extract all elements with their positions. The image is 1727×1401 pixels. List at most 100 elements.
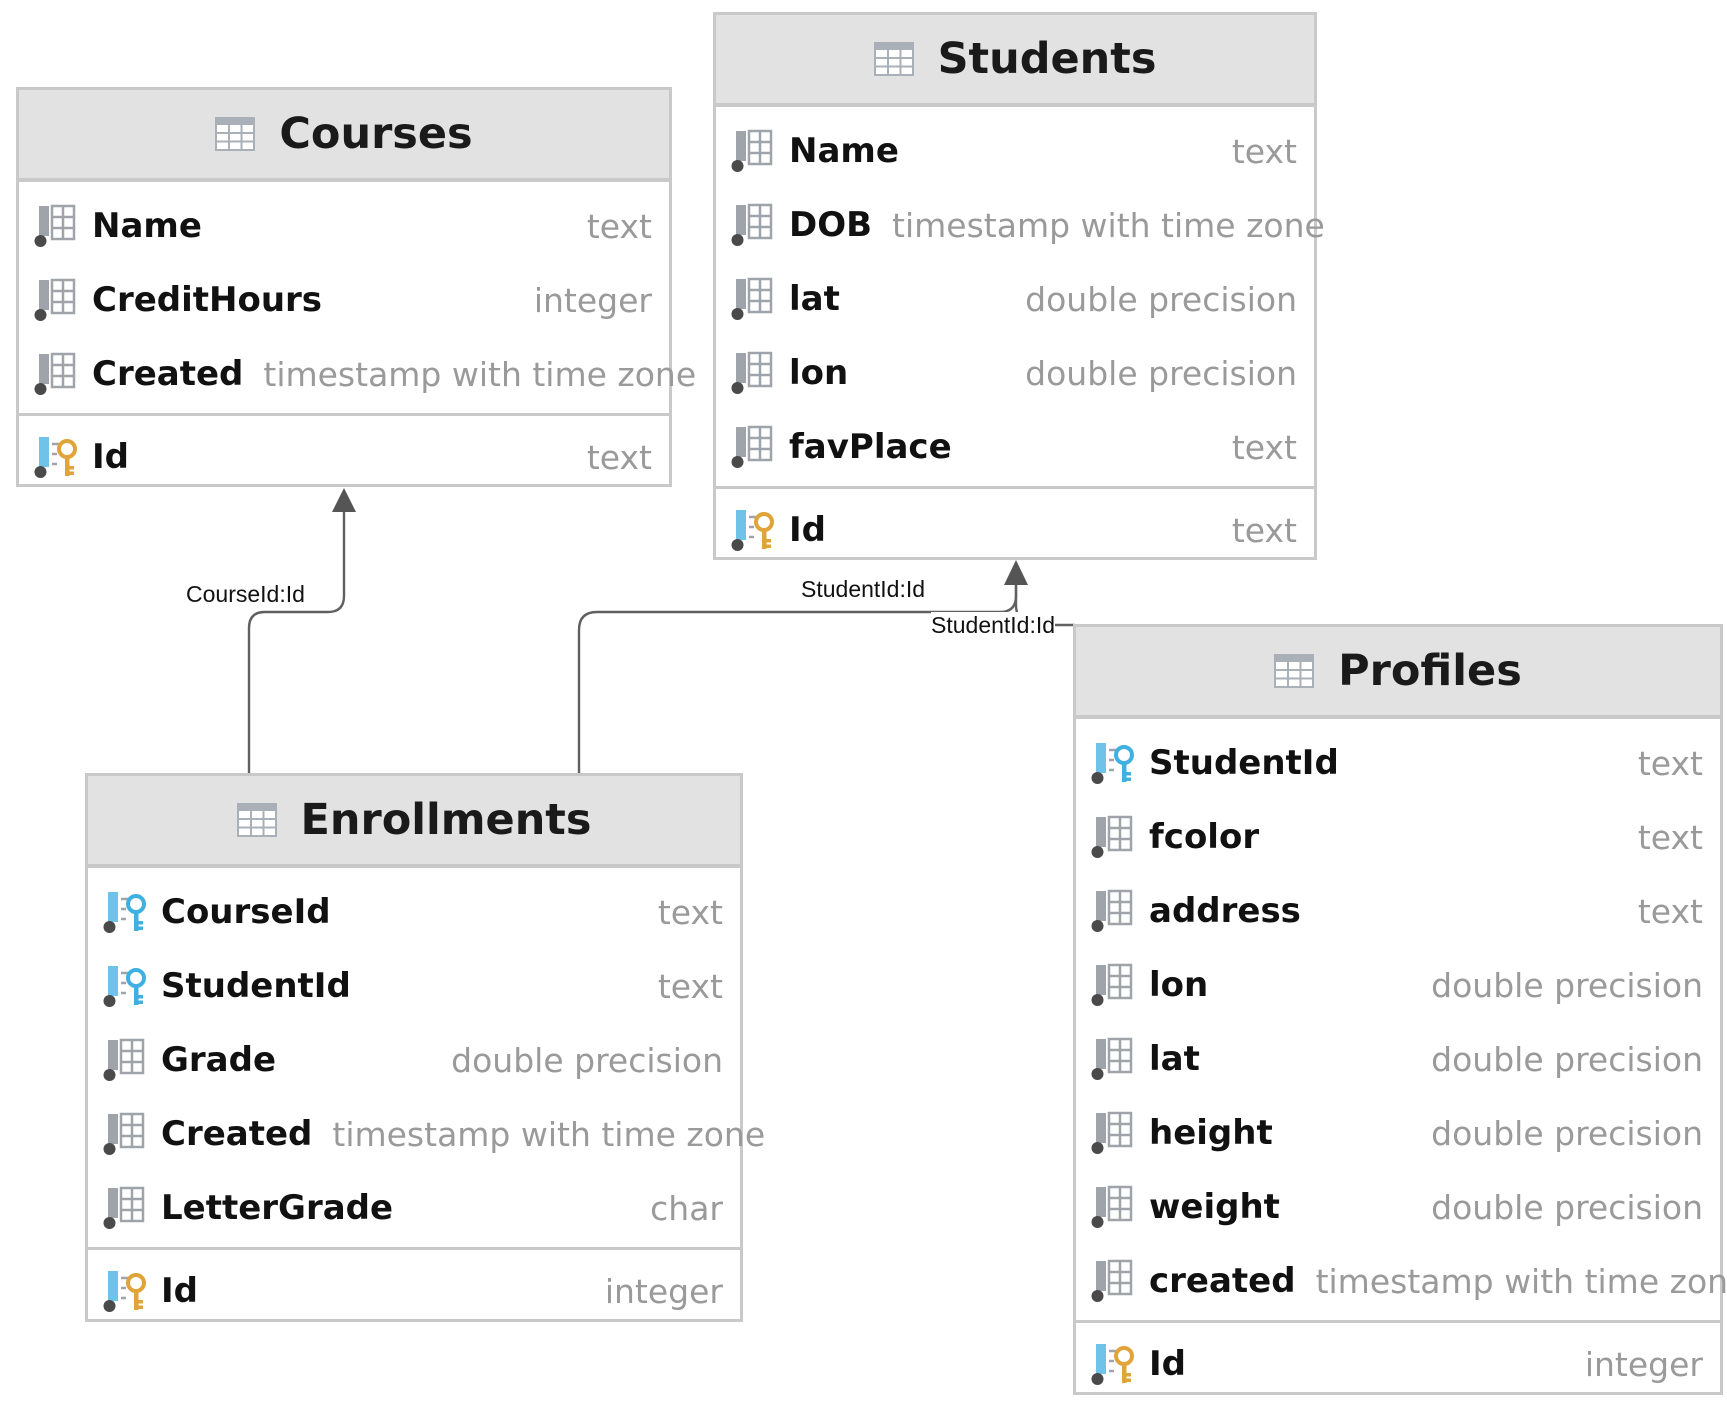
table-icon <box>874 42 914 76</box>
column-name: lon <box>1149 965 1209 1005</box>
column-name: DOB <box>789 205 873 245</box>
column-type: text <box>1637 743 1703 783</box>
column-name: LetterGrade <box>161 1188 394 1228</box>
column-name: favPlace <box>789 427 952 467</box>
column-name: address <box>1149 891 1301 931</box>
column-icon <box>33 203 79 249</box>
column-type: text <box>1637 817 1703 857</box>
column-name: CourseId <box>161 892 331 932</box>
primary-key-icon <box>730 507 776 553</box>
connector-enrollments-courses <box>247 505 346 773</box>
primary-key-row[interactable]: Id text <box>19 420 669 494</box>
foreign-key-icon <box>1090 740 1136 786</box>
column-name: CreditHours <box>92 280 323 320</box>
column-row[interactable]: LetterGrade char <box>88 1171 740 1245</box>
connector-enrollments-students <box>577 576 1018 773</box>
column-icon <box>730 276 776 322</box>
column-icon <box>102 1111 148 1157</box>
edge-label-studentid-profiles: StudentId:Id <box>931 612 1056 639</box>
column-row[interactable]: Created timestamp with time zone <box>88 1097 765 1171</box>
key-separator <box>19 413 669 416</box>
column-type: char <box>650 1188 723 1228</box>
column-type: double precision <box>451 1040 723 1080</box>
foreign-key-row[interactable]: CourseId text <box>88 875 740 949</box>
column-type: text <box>1231 131 1297 171</box>
column-row[interactable]: DOB timestamp with time zone <box>716 188 1325 262</box>
column-row[interactable]: lon double precision <box>1076 948 1720 1022</box>
column-row[interactable]: lon double precision <box>716 336 1314 410</box>
column-row[interactable]: Name text <box>19 189 669 263</box>
column-type: text <box>657 966 723 1006</box>
primary-key-icon <box>1090 1341 1136 1387</box>
column-type: double precision <box>1431 965 1703 1005</box>
column-type: double precision <box>1431 1187 1703 1227</box>
table-header-students[interactable]: Students <box>716 15 1314 107</box>
column-type: timestamp with time zone <box>1315 1261 1727 1301</box>
column-name: Name <box>789 131 899 171</box>
foreign-key-row[interactable]: StudentId text <box>88 949 740 1023</box>
primary-key-icon <box>102 1268 148 1314</box>
column-row[interactable]: fcolor text <box>1076 800 1720 874</box>
column-icon <box>102 1037 148 1083</box>
table-header-profiles[interactable]: Profiles <box>1076 627 1720 719</box>
column-icon <box>33 277 79 323</box>
column-row[interactable]: favPlace text <box>716 410 1314 484</box>
edge-label-studentid-enrollments: StudentId:Id <box>801 576 926 603</box>
foreign-key-row[interactable]: StudentId text <box>1076 726 1720 800</box>
column-icon <box>1090 1184 1136 1230</box>
table-enrollments[interactable]: Enrollments CourseId text StudentId text… <box>85 773 765 1322</box>
table-title: Enrollments <box>300 795 592 845</box>
column-icon <box>730 424 776 470</box>
column-icon <box>730 128 776 174</box>
column-type: double precision <box>1431 1039 1703 1079</box>
column-name: Created <box>92 354 244 394</box>
edge-label-courseid: CourseId:Id <box>186 581 305 608</box>
column-row[interactable]: Grade double precision <box>88 1023 740 1097</box>
table-title: Students <box>937 34 1157 84</box>
table-icon <box>1274 654 1314 688</box>
column-type: integer <box>533 280 652 320</box>
table-courses[interactable]: Courses Name text CreditHours integer Cr… <box>16 87 696 487</box>
table-title: Profiles <box>1338 646 1522 696</box>
table-header-courses[interactable]: Courses <box>19 90 669 182</box>
primary-key-row[interactable]: Id text <box>716 493 1314 567</box>
column-name: weight <box>1149 1187 1280 1227</box>
key-separator <box>716 486 1314 489</box>
column-row[interactable]: lat double precision <box>716 262 1314 336</box>
column-row[interactable]: Created timestamp with time zone <box>19 337 696 411</box>
table-students[interactable]: Students Name text DOB timestamp with ti… <box>713 12 1325 560</box>
key-separator <box>88 1247 740 1250</box>
column-row[interactable]: height double precision <box>1076 1096 1720 1170</box>
column-name: height <box>1149 1113 1273 1153</box>
table-profiles[interactable]: Profiles StudentId text fcolor text addr… <box>1073 624 1727 1395</box>
column-icon <box>730 350 776 396</box>
column-row[interactable]: CreditHours integer <box>19 263 669 337</box>
column-icon <box>1090 888 1136 934</box>
column-icon <box>1090 1258 1136 1304</box>
primary-key-row[interactable]: Id integer <box>1076 1327 1720 1401</box>
column-type: timestamp with time zone <box>332 1114 766 1154</box>
column-name: Id <box>92 437 129 477</box>
column-type: timestamp with time zone <box>263 354 697 394</box>
column-name: lon <box>789 353 849 393</box>
column-type: text <box>657 892 723 932</box>
table-header-enrollments[interactable]: Enrollments <box>88 776 740 868</box>
column-icon <box>1090 814 1136 860</box>
column-type: text <box>586 206 652 246</box>
arrowhead-students <box>1004 560 1028 585</box>
column-row[interactable]: weight double precision <box>1076 1170 1720 1244</box>
column-row[interactable]: lat double precision <box>1076 1022 1720 1096</box>
column-type: text <box>1231 510 1297 550</box>
foreign-key-icon <box>102 963 148 1009</box>
column-type: text <box>1231 427 1297 467</box>
column-type: text <box>586 437 652 477</box>
primary-key-row[interactable]: Id integer <box>88 1254 740 1328</box>
column-name: Id <box>789 510 826 550</box>
column-type: double precision <box>1431 1113 1703 1153</box>
column-icon <box>102 1185 148 1231</box>
column-name: Grade <box>161 1040 277 1080</box>
column-row[interactable]: created timestamp with time zone <box>1076 1244 1727 1318</box>
column-row[interactable]: Name text <box>716 114 1314 188</box>
column-row[interactable]: address text <box>1076 874 1720 948</box>
column-name: fcolor <box>1149 817 1260 857</box>
